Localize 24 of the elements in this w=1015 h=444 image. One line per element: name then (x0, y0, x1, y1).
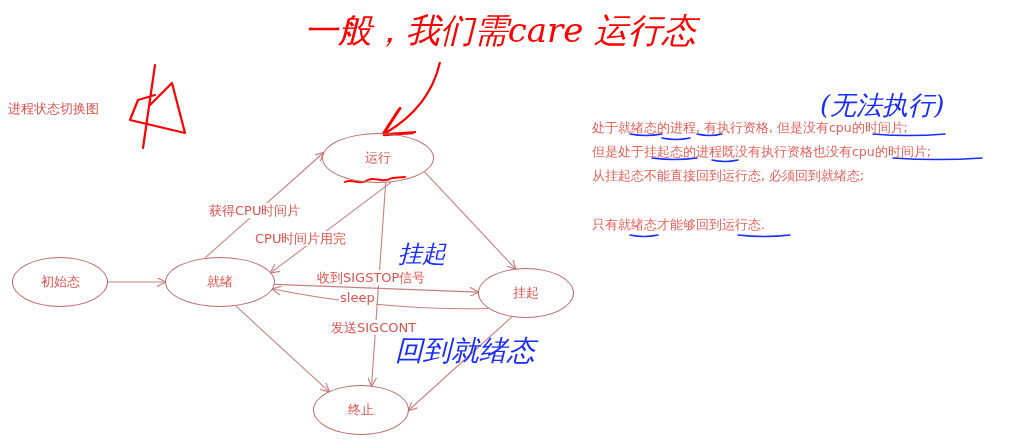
note-text: 从挂起态不能直接回到运行态, 必须回到就绪态; (592, 168, 865, 183)
arrow (107, 276, 167, 288)
state-label: 挂起 (513, 284, 539, 302)
state-label: 终止 (348, 401, 374, 419)
edge-label: 收到SIGSTOP信号 (316, 270, 427, 285)
arrow (274, 283, 480, 297)
edge-label: 发送SIGCONT (330, 320, 418, 335)
edge-label: 获得CPU时间片 (208, 203, 302, 218)
state-label: 运行 (365, 149, 391, 167)
note-text: 只有就绪态才能够回到运行态. (592, 217, 765, 232)
state-label: 就绪 (207, 273, 233, 291)
handwritten-note: (无法执行) (820, 89, 945, 121)
arrow (407, 316, 513, 412)
edge-label: CPU时间片用完 (254, 231, 348, 246)
handwritten-note: 挂起 (398, 239, 446, 270)
handwritten-arrow (381, 61, 442, 137)
note-text: 但是处于挂起态的进程既没有执行资格也没有cpu的时间片; (592, 144, 931, 159)
note-text: 处于就绪态的进程, 有执行资格, 但是没有cpu的时间片; (592, 120, 908, 135)
arrow (424, 171, 517, 270)
state-label: 初始态 (40, 273, 80, 291)
arrow (235, 305, 331, 393)
arrow (204, 151, 325, 259)
heading-label: 进程状态切换图 (8, 100, 99, 118)
transition-label: sleep (339, 290, 376, 305)
